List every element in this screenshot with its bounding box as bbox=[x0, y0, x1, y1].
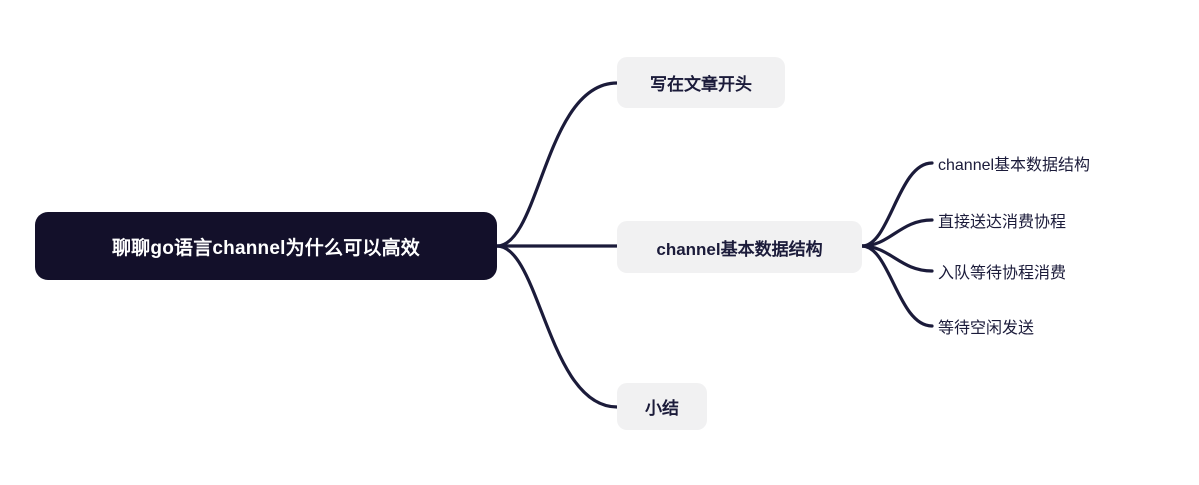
mindmap-leaf-label-2: 入队等待协程消费 bbox=[938, 265, 1067, 282]
mindmap-leaf-label-0: channel基本数据结构 bbox=[938, 157, 1091, 174]
connector-branch-1-to-leaf-2 bbox=[860, 244, 934, 273]
mindmap-leaf-node-1[interactable]: 直接送达消费协程 bbox=[938, 208, 1066, 232]
connector-branch-1-to-leaf-3 bbox=[860, 244, 934, 328]
mindmap-leaf-label-1: 直接送达消费协程 bbox=[938, 214, 1067, 231]
mindmap-branch-node-2[interactable]: 小结 bbox=[617, 383, 707, 430]
mindmap-leaf-node-3[interactable]: 等待空闲发送 bbox=[938, 314, 1034, 338]
mindmap-root-node[interactable]: 聊聊go语言channel为什么可以高效 bbox=[35, 212, 497, 280]
mindmap-branch-label-1: channel基本数据结构 bbox=[656, 239, 823, 259]
mindmap-leaf-node-2[interactable]: 入队等待协程消费 bbox=[938, 259, 1066, 283]
mindmap-leaf-node-0[interactable]: channel基本数据结构 bbox=[938, 151, 1090, 175]
mindmap-branch-node-0[interactable]: 写在文章开头 bbox=[617, 57, 785, 108]
connector-root-to-branch-2 bbox=[495, 244, 619, 409]
mindmap-leaf-label-3: 等待空闲发送 bbox=[938, 320, 1035, 337]
connector-root-to-branch-0 bbox=[495, 81, 619, 248]
connector-branch-1-to-leaf-0 bbox=[860, 161, 934, 248]
mindmap-root-label: 聊聊go语言channel为什么可以高效 bbox=[111, 237, 420, 259]
connector-branch-1-to-leaf-1 bbox=[860, 218, 934, 248]
mindmap-branch-label-0: 写在文章开头 bbox=[650, 75, 752, 94]
mindmap-branch-node-1[interactable]: channel基本数据结构 bbox=[617, 221, 862, 273]
mindmap-branch-label-2: 小结 bbox=[645, 399, 679, 418]
